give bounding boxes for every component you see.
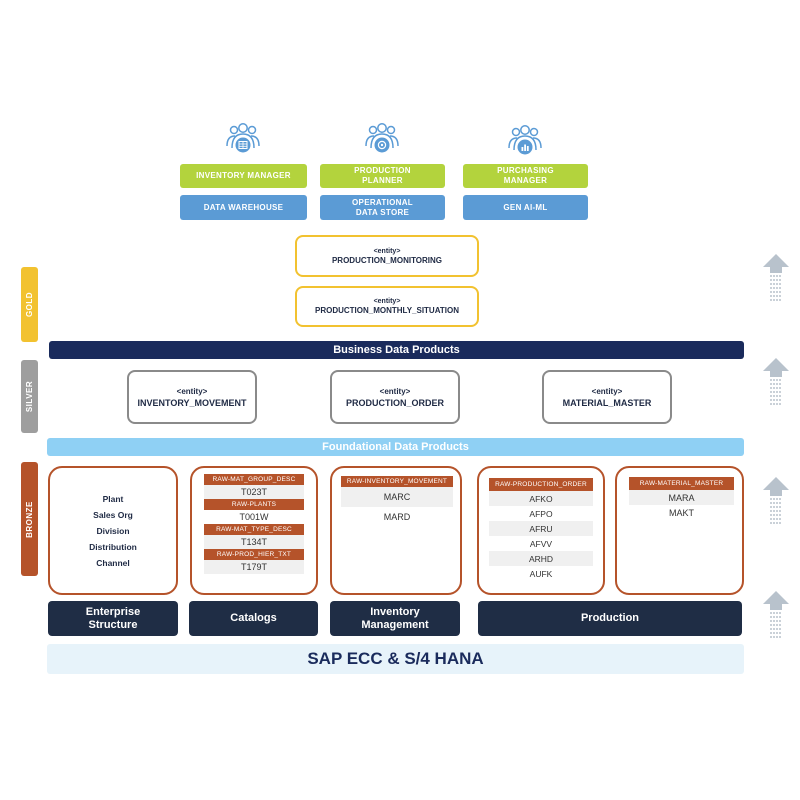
raw-table-tag: RAW-INVENTORY_MOVEMENT xyxy=(341,476,453,487)
entity-tag: <entity> xyxy=(176,386,208,396)
table-name: T179T xyxy=(204,560,304,574)
bronze-material-box: RAW-MATERIAL_MASTER MARA MAKT xyxy=(615,466,744,595)
table-name: T001W xyxy=(239,512,269,522)
entity-tag: <entity> xyxy=(373,247,401,255)
upward-flow-arrow-icon xyxy=(763,254,789,301)
table-name: MARD xyxy=(383,512,411,522)
silver-entity-inventory-movement: <entity> INVENTORY_MOVEMENT xyxy=(127,370,257,424)
source-platform-banner: SAP ECC & S/4 HANA xyxy=(47,644,744,674)
table-name: AFVV xyxy=(529,538,553,549)
source-catalogs: Catalogs xyxy=(189,601,318,636)
users-table-icon xyxy=(226,123,260,153)
entity-name: INVENTORY_MOVEMENT xyxy=(137,397,247,408)
entity-name: PRODUCTION_ORDER xyxy=(345,397,444,408)
consumer-inventory-manager: INVENTORY MANAGER DATA WAREHOUSE xyxy=(180,122,307,222)
material-table-list: RAW-MATERIAL_MASTER MARA MAKT xyxy=(629,477,734,520)
table-name: AFPO xyxy=(529,508,553,519)
entity-name: MATERIAL_MASTER xyxy=(562,397,652,408)
users-gear-icon xyxy=(365,123,399,153)
entity-tag: <entity> xyxy=(373,298,401,305)
upward-flow-arrow-icon xyxy=(763,591,789,638)
silver-entity-material-master: <entity> MATERIAL_MASTER xyxy=(542,370,672,424)
production-table-list: RAW-PRODUCTION_ORDER AFKO AFPO AFRU AFVV… xyxy=(489,478,593,581)
consumer-tech-label: DATA WAREHOUSE xyxy=(180,195,307,220)
gold-entity-production-monthly-situation: <entity> PRODUCTION_MONTHLY_SITUATION xyxy=(295,286,479,327)
foundational-data-products-band: Foundational Data Products xyxy=(47,438,744,456)
catalog-table-list: RAW-MAT_GROUP_DESC T023T RAW-PLANTS T001… xyxy=(204,474,304,574)
table-name: MARA xyxy=(629,490,734,505)
table-name: T023T xyxy=(204,485,304,499)
list-item: Distribution xyxy=(89,542,137,552)
source-enterprise-structure: Enterprise Structure xyxy=(48,601,178,636)
gold-entity-production-monitoring: <entity> PRODUCTION_MONITORING xyxy=(295,235,479,277)
raw-table-tag: RAW-PRODUCTION_ORDER xyxy=(489,478,593,491)
entity-tag: <entity> xyxy=(591,386,623,396)
business-data-products-band: Business Data Products xyxy=(49,341,744,359)
layer-label-gold: GOLD xyxy=(21,267,38,342)
upward-flow-arrow-icon xyxy=(763,358,789,405)
consumer-role-label: PURCHASING MANAGER xyxy=(463,164,588,188)
source-production: Production xyxy=(478,601,742,636)
raw-table-tag: RAW-MATERIAL_MASTER xyxy=(629,477,734,490)
enterprise-items-list: Plant Sales Org Division Distribution Ch… xyxy=(50,491,176,571)
consumer-production-planner: PRODUCTION PLANNER OPERATIONAL DATA STOR… xyxy=(320,122,445,222)
consumer-role-label: INVENTORY MANAGER xyxy=(180,164,307,188)
table-name: AFKO xyxy=(489,491,593,506)
entity-tag: <entity> xyxy=(379,386,411,396)
bronze-inventory-box: RAW-INVENTORY_MOVEMENT MARC MARD xyxy=(330,466,462,595)
consumer-tech-label: OPERATIONAL DATA STORE xyxy=(320,195,445,220)
raw-table-tag: RAW-MAT_TYPE_DESC xyxy=(204,524,304,535)
bronze-enterprise-structure-box: Plant Sales Org Division Distribution Ch… xyxy=(48,466,178,595)
bronze-production-box: RAW-PRODUCTION_ORDER AFKO AFPO AFRU AFVV… xyxy=(477,466,605,595)
silver-entity-production-order: <entity> PRODUCTION_ORDER xyxy=(330,370,460,424)
layer-label-bronze: BRONZE xyxy=(21,462,38,576)
entity-name: PRODUCTION_MONTHLY_SITUATION xyxy=(314,306,459,315)
consumer-role-label: PRODUCTION PLANNER xyxy=(320,164,445,188)
raw-table-tag: RAW-PROD_HIER_TXT xyxy=(204,549,304,560)
list-item: Division xyxy=(96,526,130,536)
layer-label-silver: SILVER xyxy=(21,360,38,433)
consumer-purchasing-manager: PURCHASING MANAGER GEN AI-ML xyxy=(463,122,588,222)
table-name: ARHD xyxy=(489,551,593,566)
table-name: MAKT xyxy=(668,507,694,518)
source-inventory-management: Inventory Management xyxy=(330,601,460,636)
users-chart-icon xyxy=(508,125,542,155)
list-item: Plant xyxy=(102,494,124,504)
consumer-tech-label: GEN AI-ML xyxy=(463,195,588,220)
raw-table-tag: RAW-PLANTS xyxy=(204,499,304,510)
list-item: Sales Org xyxy=(93,510,133,520)
table-name: AFRU xyxy=(489,521,593,536)
table-name: MARC xyxy=(341,487,453,507)
upward-flow-arrow-icon xyxy=(763,477,789,524)
bronze-catalogs-box: RAW-MAT_GROUP_DESC T023T RAW-PLANTS T001… xyxy=(190,466,318,595)
raw-table-tag: RAW-MAT_GROUP_DESC xyxy=(204,474,304,485)
table-name: T134T xyxy=(204,535,304,549)
inventory-table-list: RAW-INVENTORY_MOVEMENT MARC MARD xyxy=(341,476,453,527)
list-item: Channel xyxy=(96,558,130,568)
table-name: AUFK xyxy=(529,568,553,579)
entity-name: PRODUCTION_MONITORING xyxy=(331,255,443,265)
